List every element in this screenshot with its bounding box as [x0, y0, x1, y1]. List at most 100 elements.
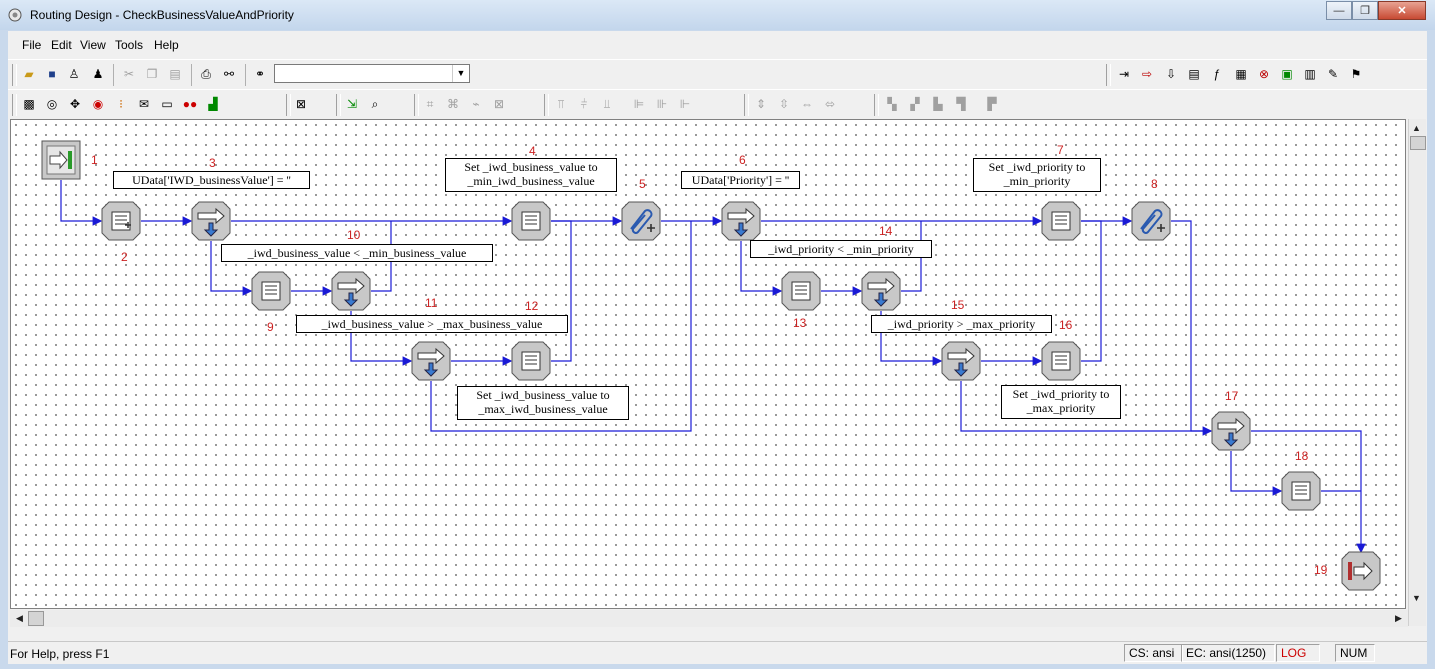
- menu-help[interactable]: Help: [154, 38, 179, 52]
- subroutine-node-icon[interactable]: [1131, 201, 1171, 241]
- toolbar-grip-5[interactable]: [544, 94, 549, 116]
- verify-icon[interactable]: ⌕: [371, 97, 379, 111]
- excel-icon[interactable]: ⊠: [295, 97, 307, 111]
- chevron-down-icon[interactable]: ▼: [452, 65, 469, 82]
- align-middle-icon[interactable]: ⫩: [580, 97, 588, 111]
- search-combo[interactable]: ▼: [274, 64, 470, 83]
- routing-canvas[interactable]: 1 2 3 4 5 6 7 8 9 10 11 12 13 14 15 16 1: [10, 119, 1406, 609]
- assign-node-icon[interactable]: [1281, 471, 1321, 511]
- toolbar-grip[interactable]: [12, 64, 17, 86]
- image-icon[interactable]: ▭: [161, 97, 173, 111]
- align-bottom-icon[interactable]: ⫫: [603, 97, 611, 111]
- assign-node-icon[interactable]: [251, 271, 291, 311]
- comment-box[interactable]: _iwd_priority < _min_priority: [750, 240, 932, 258]
- list-icon[interactable]: ▥: [1304, 67, 1316, 81]
- goto-icon[interactable]: ⇥: [1118, 67, 1130, 81]
- check-out-icon[interactable]: ♟: [92, 67, 104, 81]
- if-node-icon[interactable]: [331, 271, 371, 311]
- open-icon[interactable]: ▰: [24, 67, 34, 81]
- scroll-right-icon[interactable]: ▶: [1395, 613, 1402, 623]
- maximize-button[interactable]: ❐: [1352, 1, 1378, 20]
- toolbar-grip-2[interactable]: [286, 94, 291, 116]
- scroll-left-icon[interactable]: ◀: [16, 613, 23, 623]
- export-icon[interactable]: ▟: [208, 97, 218, 111]
- same-all-icon[interactable]: ▜: [956, 97, 966, 111]
- if-node-icon[interactable]: [861, 271, 901, 311]
- horizontal-scrollbar[interactable]: ◀ ▶: [10, 610, 1408, 627]
- ungroup-icon[interactable]: ⌘: [447, 97, 459, 111]
- delete-icon[interactable]: ⊠: [493, 97, 505, 111]
- scroll-thumb-h[interactable]: [28, 611, 44, 626]
- copy-icon[interactable]: ❐: [146, 67, 158, 81]
- if-node-icon[interactable]: [411, 341, 451, 381]
- multi-assign-node-icon[interactable]: [101, 201, 141, 241]
- menu-file[interactable]: File: [22, 38, 42, 52]
- timer-icon[interactable]: ▣: [1281, 67, 1293, 81]
- target-icon[interactable]: ◉: [92, 97, 104, 111]
- if-node-icon[interactable]: [191, 201, 231, 241]
- toolbar-grip-3[interactable]: [336, 94, 341, 116]
- center-h-icon[interactable]: ⬄: [824, 97, 836, 111]
- scroll-down-icon[interactable]: ▼: [1412, 593, 1421, 603]
- same-height-icon[interactable]: ▞: [910, 97, 920, 111]
- find-icon[interactable]: ⚯: [223, 67, 235, 81]
- same-size-icon[interactable]: ▙: [933, 97, 943, 111]
- align-center-icon[interactable]: ⊪: [656, 97, 668, 111]
- menu-edit[interactable]: Edit: [51, 38, 72, 52]
- dbase-icon[interactable]: ▦: [1235, 67, 1247, 81]
- comment-box[interactable]: Set _iwd_business_value to _min_iwd_busi…: [445, 158, 617, 192]
- subroutine-node-icon[interactable]: [621, 201, 661, 241]
- comment-box[interactable]: Set _iwd_priority to _min_priority: [973, 158, 1101, 192]
- traffic-light-icon[interactable]: ⁝: [119, 97, 123, 111]
- space-h-icon[interactable]: ⇔: [801, 97, 813, 111]
- scroll-thumb[interactable]: [1410, 136, 1426, 150]
- comment-box[interactable]: _iwd_business_value > _max_business_valu…: [296, 315, 568, 333]
- exit-block-icon[interactable]: ⇨: [1141, 67, 1153, 81]
- assign-node-icon[interactable]: [511, 201, 551, 241]
- space-v-icon[interactable]: ⇕: [755, 97, 767, 111]
- mail-icon[interactable]: ✉: [138, 97, 150, 111]
- center-v-icon[interactable]: ⇳: [778, 97, 790, 111]
- align-top-icon[interactable]: ⫪: [557, 97, 565, 111]
- route-icon[interactable]: ⇩: [1165, 67, 1177, 81]
- assign-node-icon[interactable]: [781, 271, 821, 311]
- flag-icon[interactable]: ⚑: [1350, 67, 1362, 81]
- assign-node-icon[interactable]: [1041, 201, 1081, 241]
- cut-icon[interactable]: ✂: [123, 67, 135, 81]
- comment-box[interactable]: UData['Priority'] = '': [681, 171, 800, 189]
- minimize-button[interactable]: —: [1326, 1, 1352, 20]
- binoculars-icon[interactable]: ⚭: [254, 67, 266, 81]
- connect-icon[interactable]: ✥: [69, 97, 81, 111]
- comment-box[interactable]: UData['IWD_businessValue'] = '': [113, 171, 310, 189]
- order-icon[interactable]: ▛: [987, 97, 997, 111]
- error-icon[interactable]: ⊗: [1258, 67, 1270, 81]
- dots-icon[interactable]: ●●: [182, 97, 198, 111]
- exit-node-icon[interactable]: [1341, 551, 1381, 591]
- menu-view[interactable]: View: [80, 38, 106, 52]
- function-icon[interactable]: ƒ: [1213, 67, 1221, 81]
- zoom-icon[interactable]: ◎: [46, 97, 58, 111]
- group-icon[interactable]: ⌗: [426, 97, 434, 111]
- entry-node-icon[interactable]: [41, 140, 81, 180]
- toolbar-grip-objects[interactable]: [12, 94, 17, 116]
- edit-icon[interactable]: ✎: [1327, 67, 1339, 81]
- assign-icon[interactable]: ▤: [1188, 67, 1200, 81]
- link-icon[interactable]: ⌁: [472, 97, 480, 111]
- comment-box[interactable]: _iwd_priority > _max_priority: [871, 315, 1052, 333]
- toolbar-grip-6[interactable]: [744, 94, 749, 116]
- toolbar-grip-right[interactable]: [1106, 64, 1111, 86]
- align-left-icon[interactable]: ⊫: [633, 97, 645, 111]
- scroll-up-icon[interactable]: ▲: [1412, 123, 1421, 133]
- flow-icon[interactable]: ⇲: [346, 97, 358, 111]
- comment-box[interactable]: _iwd_business_value < _min_business_valu…: [221, 244, 493, 262]
- check-in-icon[interactable]: ♙: [68, 67, 80, 81]
- align-right-icon[interactable]: ⊩: [679, 97, 691, 111]
- if-node-icon[interactable]: [721, 201, 761, 241]
- if-node-icon[interactable]: [941, 341, 981, 381]
- vertical-scrollbar[interactable]: ▲ ▼: [1408, 119, 1426, 626]
- toolbar-grip-7[interactable]: [874, 94, 879, 116]
- save-icon[interactable]: ■: [48, 67, 56, 81]
- menu-tools[interactable]: Tools: [115, 38, 144, 52]
- if-node-icon[interactable]: [1211, 411, 1251, 451]
- close-button[interactable]: ✕: [1378, 1, 1426, 20]
